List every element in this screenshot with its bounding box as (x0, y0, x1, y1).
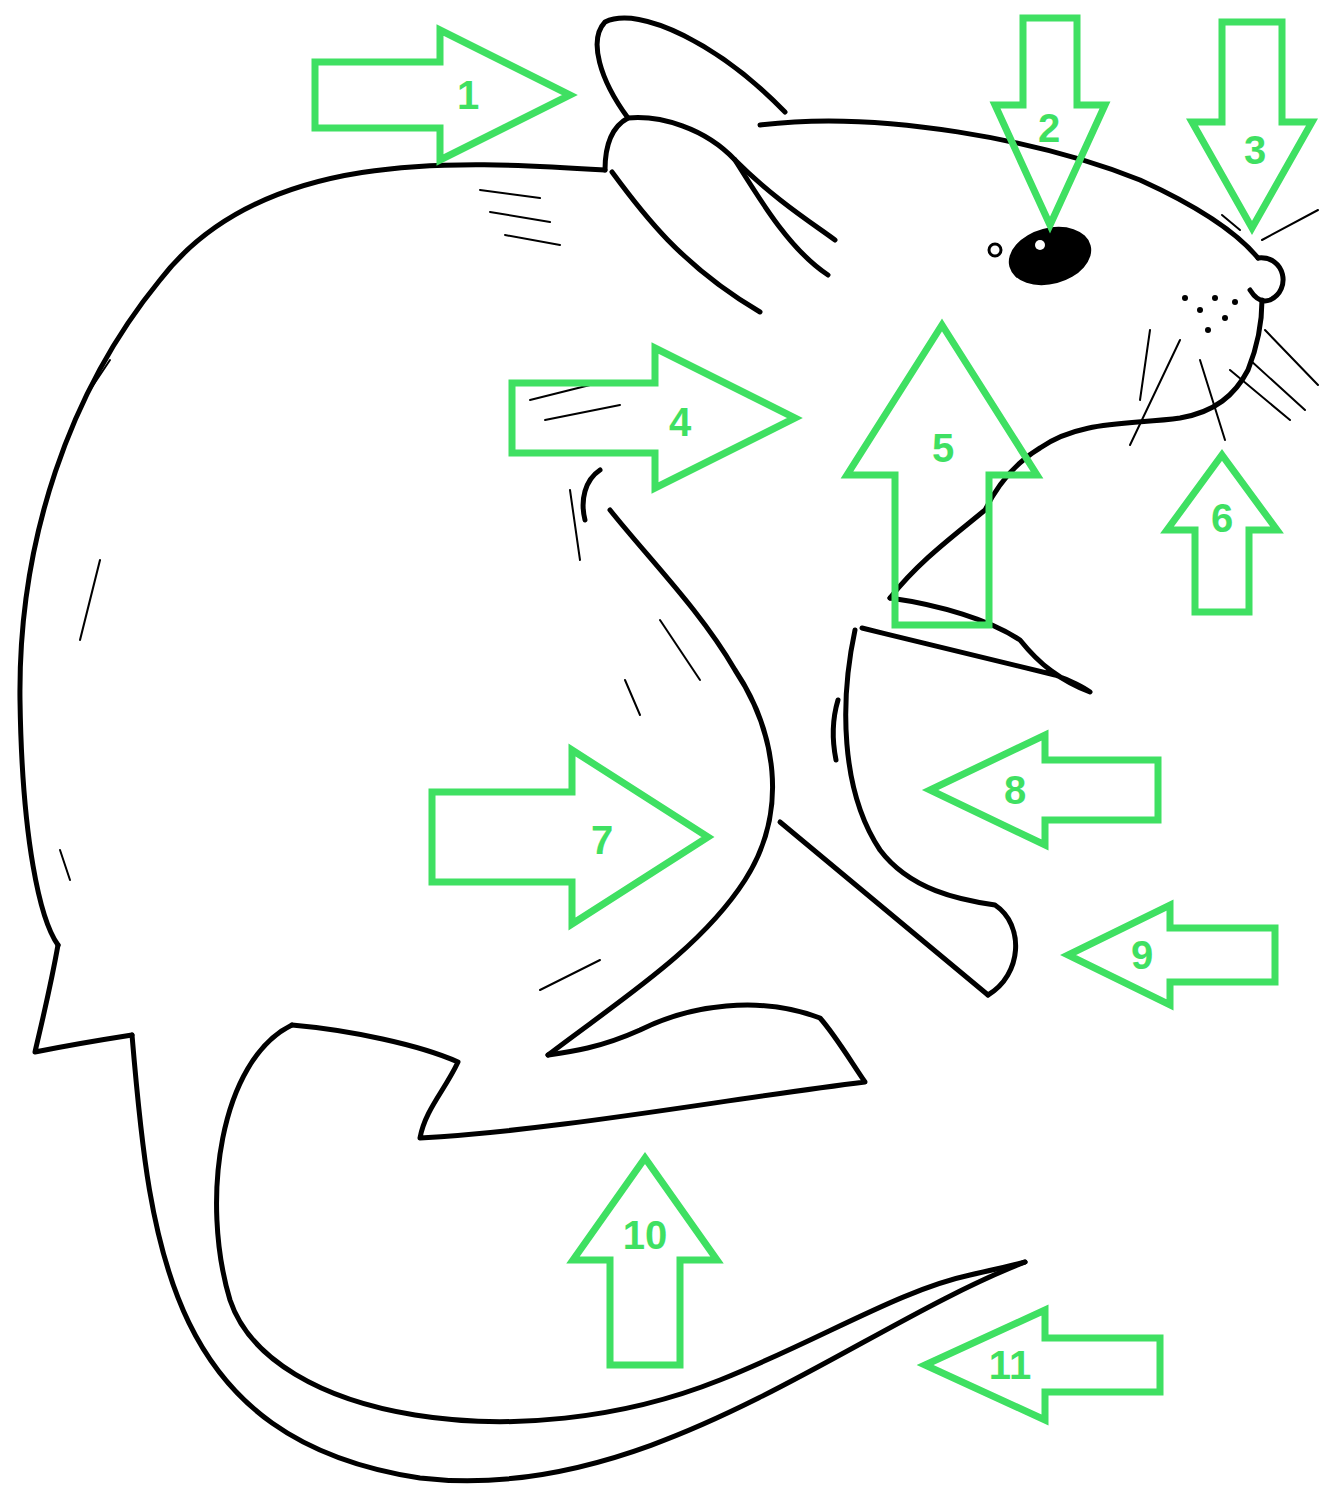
fur-stroke (570, 490, 580, 560)
rat-whisker-dots (1182, 295, 1238, 333)
callout-arrows (315, 18, 1312, 1420)
fur-stroke (480, 190, 540, 198)
whisker (1250, 360, 1305, 410)
fur-stroke (505, 235, 560, 245)
rat-eye-highlight (1035, 240, 1045, 250)
callout-arrow (1068, 905, 1275, 1005)
callout-number: 10 (623, 1215, 668, 1255)
whisker (1130, 340, 1180, 445)
whisker (1230, 370, 1290, 420)
callout-number: 9 (1131, 935, 1153, 975)
rat-ear-inner (628, 118, 835, 240)
rat-nose (1250, 258, 1283, 301)
whisker-dot (1212, 295, 1218, 301)
fur-stroke (625, 680, 640, 715)
rat-tail-inner (217, 1025, 1025, 1422)
whisker (1140, 330, 1150, 400)
fur-stroke (490, 212, 550, 222)
whisker (1222, 215, 1240, 230)
rat-front-leg (780, 822, 988, 995)
rat-whiskers (1130, 210, 1318, 445)
whisker (1200, 360, 1225, 440)
whisker-dot (1182, 295, 1188, 301)
callout-arrow (315, 30, 570, 160)
rat-chest-line (833, 700, 838, 760)
fur-stroke (540, 960, 600, 990)
whisker (1262, 210, 1318, 240)
rat-eye-corner (989, 244, 1001, 256)
callout-number: 1 (457, 75, 479, 115)
callout-arrow (1167, 455, 1277, 612)
whisker-dot (1222, 315, 1228, 321)
rat-ear-fold (612, 172, 760, 312)
callout-number: 5 (932, 428, 954, 468)
rat-ear-fold-2 (735, 160, 828, 275)
callout-arrow (925, 1310, 1160, 1420)
fur-stroke (660, 620, 700, 680)
rat-hind-foot (292, 1005, 865, 1138)
callout-number: 7 (591, 820, 613, 860)
callout-arrow (573, 1158, 717, 1365)
rat-armpit (583, 470, 600, 520)
callout-arrow (512, 348, 795, 488)
callout-number: 4 (669, 402, 691, 442)
callout-number: 8 (1004, 770, 1026, 810)
whisker-dot (1232, 299, 1238, 305)
whisker-dot (1205, 327, 1211, 333)
fur-stroke (80, 560, 100, 640)
rat-tail (132, 1035, 1025, 1481)
rat-rump-foot (35, 945, 132, 1052)
fur-stroke (60, 850, 70, 880)
fur-stroke (90, 360, 110, 390)
callout-number: 3 (1244, 130, 1266, 170)
callout-number: 11 (989, 1345, 1031, 1385)
rat-ear (597, 18, 785, 170)
callout-arrow (1192, 22, 1312, 228)
callout-number: 2 (1038, 108, 1060, 148)
whisker-dot (1197, 307, 1203, 313)
callout-arrow (847, 325, 1037, 625)
callout-arrow (995, 18, 1105, 225)
callout-arrow (930, 735, 1158, 845)
whisker (1265, 330, 1318, 385)
callout-number: 6 (1211, 498, 1233, 538)
callout-arrow (432, 750, 708, 924)
